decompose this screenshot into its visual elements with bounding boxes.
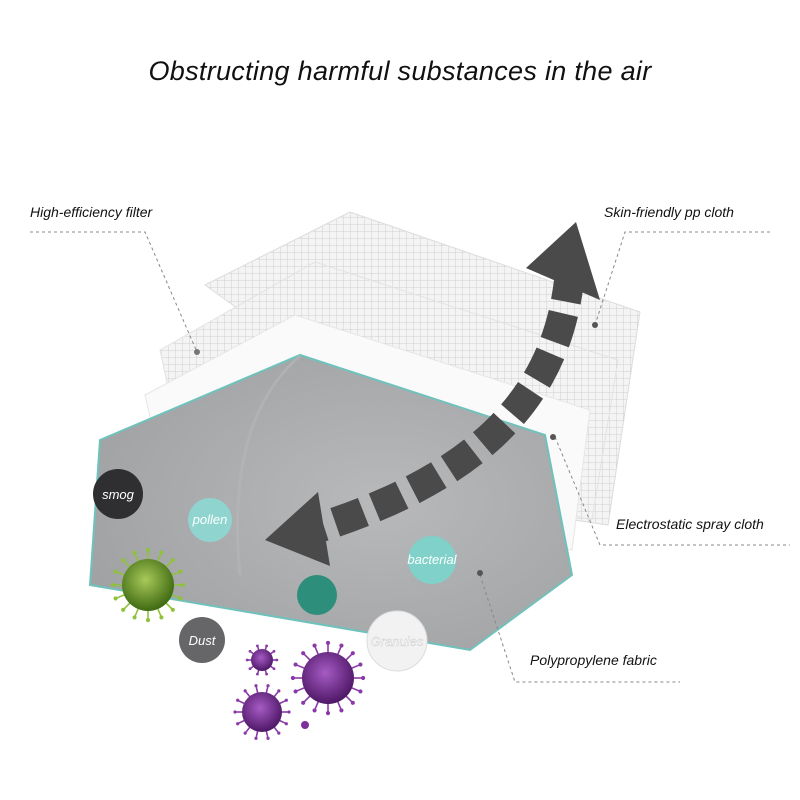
granules-label: Granules [371, 634, 424, 649]
airflow-arrow [265, 222, 600, 566]
large-virus-icon [290, 640, 366, 716]
virus-particles [110, 547, 366, 740]
high-efficiency-filter-label: High-efficiency filter [30, 204, 153, 220]
tiny-virus-icon [301, 721, 309, 729]
smog-bubble [93, 469, 143, 519]
electrostatic-label: Electrostatic spray cloth [616, 516, 764, 532]
green-virus-icon [110, 547, 186, 623]
smog-label: smog [102, 487, 135, 502]
dust-bubble [179, 617, 225, 663]
polypropylene-layer [88, 353, 574, 652]
dust-label: Dust [189, 633, 217, 648]
small-virus-icon [245, 644, 279, 676]
medium-virus-icon [233, 684, 291, 740]
granules-bubble [366, 610, 428, 672]
polypropylene-label: Polypropylene fabric [530, 652, 657, 668]
pollen-label: pollen [192, 512, 228, 527]
page-title: Obstructing harmful substances in the ai… [148, 56, 652, 86]
leader-lines [30, 231, 790, 683]
pollen-bubble [188, 498, 232, 542]
skin-friendly-label: Skin-friendly pp cloth [604, 204, 734, 220]
teal-particle [297, 575, 337, 615]
bacterial-bubble [408, 536, 456, 584]
bacterial-label: bacterial [407, 552, 457, 567]
